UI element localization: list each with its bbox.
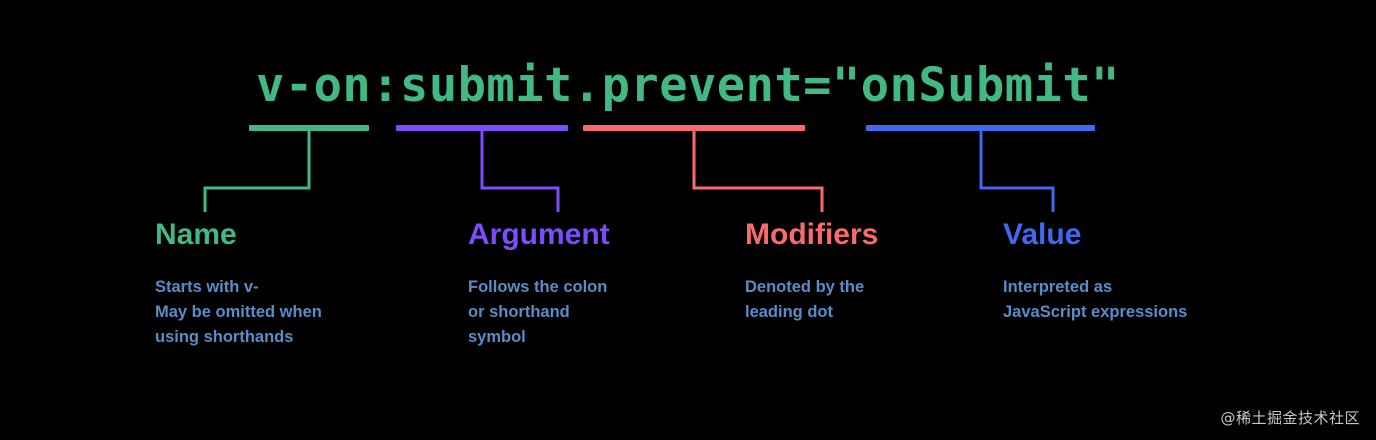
connector-name <box>203 131 311 212</box>
column-description-name: Starts with v- May be omitted when using… <box>155 277 322 346</box>
column-description-modifiers: Denoted by the leading dot <box>745 277 865 321</box>
connector-argument <box>480 131 560 212</box>
segment-bar-value <box>866 125 1095 131</box>
segment-bar-argument <box>396 125 568 131</box>
directive-code-title: v-on:submit.prevent="onSubmit" <box>256 58 1120 113</box>
column-name: Name Starts with v- May be omitted when … <box>155 218 322 350</box>
column-heading-modifiers: Modifiers <box>745 218 879 251</box>
segment-bar-modifiers <box>583 125 805 131</box>
watermark: @稀土掘金技术社区 <box>1220 409 1360 427</box>
column-argument: Argument Follows the colon or shorthand … <box>468 218 610 350</box>
column-description-value: Interpreted as JavaScript expressions <box>1003 277 1188 321</box>
connector-modifiers <box>692 131 824 212</box>
segment-bar-name <box>249 125 369 131</box>
column-description-argument: Follows the colon or shorthand symbol <box>468 277 608 346</box>
connector-value <box>979 131 1055 212</box>
column-heading-value: Value <box>1003 218 1082 251</box>
column-heading-argument: Argument <box>468 218 610 251</box>
column-modifiers: Modifiers Denoted by the leading dot <box>745 218 878 325</box>
column-value: Value Interpreted as JavaScript expressi… <box>1003 218 1187 325</box>
column-heading-name: Name <box>155 218 237 251</box>
